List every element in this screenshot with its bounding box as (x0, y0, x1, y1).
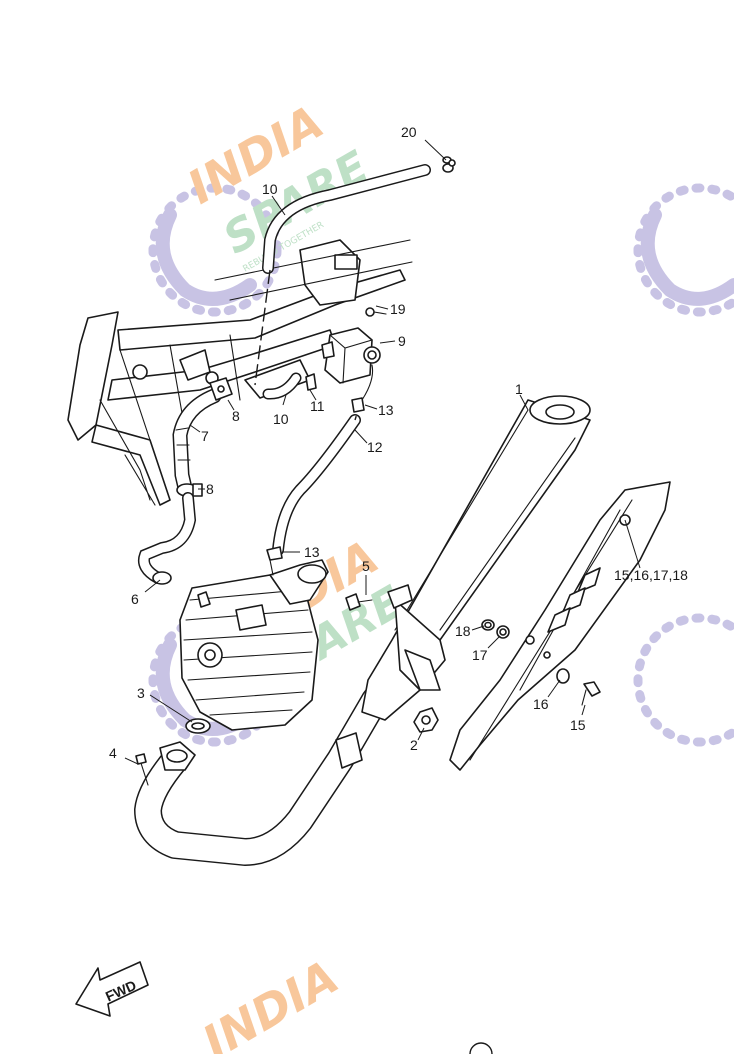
callout-12: 12 (367, 439, 383, 455)
leader-lines (124, 139, 641, 765)
hose-10-upper (254, 164, 431, 386)
bolt-5 (345, 593, 373, 611)
frame (67, 239, 413, 506)
watermark-right-top (633, 183, 734, 317)
damper-16 (556, 668, 570, 684)
washer-18 (481, 619, 495, 631)
pipe-6 (137, 492, 197, 585)
callout-18: 18 (455, 623, 471, 639)
bolt-19 (365, 307, 387, 317)
gasket-3 (185, 718, 211, 734)
callout-7: 7 (201, 428, 209, 444)
bolt-4 (135, 753, 149, 786)
callout-2: 2 (410, 737, 418, 753)
callout-9: 9 (398, 333, 406, 349)
callout-3: 3 (137, 685, 145, 701)
callout-4: 4 (109, 745, 117, 761)
muffler-1 (361, 395, 591, 721)
callout-16: 16 (533, 696, 549, 712)
callout-5: 5 (362, 558, 370, 574)
callout-8-upper: 8 (232, 408, 240, 424)
bolt-15 (581, 681, 601, 706)
nut-2 (413, 707, 439, 733)
hose-10-lower (262, 372, 302, 400)
clip-11 (305, 373, 317, 391)
muffler-protector (449, 481, 671, 771)
watermark-india-3: INDIA (194, 950, 348, 1054)
air-cut-valve-9 (321, 327, 381, 401)
callout-13-lower: 13 (304, 544, 320, 560)
clip-13-upper (351, 397, 365, 413)
callout-8-lower: 8 (206, 481, 214, 497)
callout-15-16-17-18: 15,16,17,18 (614, 567, 688, 583)
hose-12 (272, 397, 363, 556)
callout-17: 17 (472, 647, 488, 663)
clip-13-lower (266, 546, 283, 561)
callouts: 20 10 19 9 8 10 11 13 12 7 8 6 13 5 3 4 … (109, 124, 688, 761)
exhaust-pipe (134, 686, 389, 866)
clamp-8-upper (209, 377, 233, 401)
callout-15: 15 (570, 717, 586, 733)
clamp-8-lower (176, 483, 203, 497)
callout-1: 1 (515, 381, 523, 397)
callout-10-upper: 10 (262, 181, 278, 197)
watermark-right-middle (633, 613, 734, 747)
callout-11: 11 (310, 398, 325, 414)
cylinder-head (179, 559, 329, 731)
collar-17 (496, 625, 510, 639)
fwd-arrow-icon: FWD (75, 961, 149, 1017)
hose-7 (172, 388, 222, 496)
page-mark-icon (469, 1042, 493, 1054)
callout-10-lower: 10 (273, 411, 289, 427)
callout-6: 6 (131, 591, 139, 607)
callout-19: 19 (390, 301, 406, 317)
watermark-bottom: INDIA (194, 950, 348, 1054)
callout-13-upper: 13 (378, 402, 394, 418)
callout-20: 20 (401, 124, 417, 140)
